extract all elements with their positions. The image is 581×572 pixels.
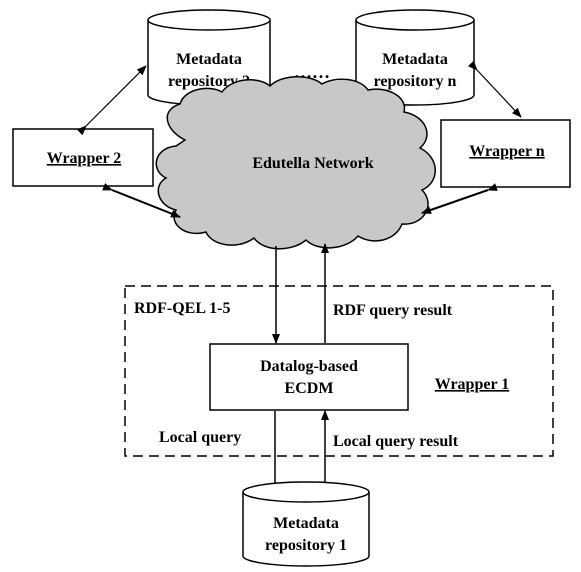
rdf-query-result-label: RDF query result <box>333 302 453 319</box>
edutella-network-cloud: Edutella Network <box>155 76 436 250</box>
wrapper-2-box: Wrapper 2 <box>12 128 154 187</box>
wrapper-n-label: Wrapper n <box>469 143 545 160</box>
ecdm-line1: Datalog-based <box>260 358 358 375</box>
metadata-repository-1-cylinder: Metadata repository 1 <box>242 481 370 567</box>
wrapper-2-label: Wrapper 2 <box>47 150 122 167</box>
wrapper-1-dashed-boundary <box>124 285 554 457</box>
datalog-ecdm-box: Datalog-based ECDM <box>209 343 409 411</box>
local-query-label: Local query <box>159 429 241 446</box>
metadata-repository-n-line2: repository n <box>374 73 457 90</box>
arrow-repon-wrappern <box>467 60 522 118</box>
local-query-result-label: Local query result <box>333 433 459 450</box>
arrow-repo2-wrapper2 <box>76 65 147 136</box>
edutella-network-label: Edutella Network <box>252 155 373 172</box>
wrapper-1-label: Wrapper 1 <box>435 376 510 393</box>
metadata-repository-n-line1: Metadata <box>382 51 448 68</box>
metadata-repository-2-line1: Metadata <box>176 51 242 68</box>
rdf-qel-label: RDF-QEL 1-5 <box>134 300 230 317</box>
metadata-repository-1-line1: Metadata <box>273 515 339 532</box>
wrapper-n-box: Wrapper n <box>440 119 571 188</box>
arrow-wrappern-network <box>421 183 498 214</box>
metadata-repository-1-line2: repository 1 <box>265 537 347 554</box>
arrow-wrapper2-network <box>102 182 181 218</box>
ecdm-line2: ECDM <box>285 380 334 397</box>
